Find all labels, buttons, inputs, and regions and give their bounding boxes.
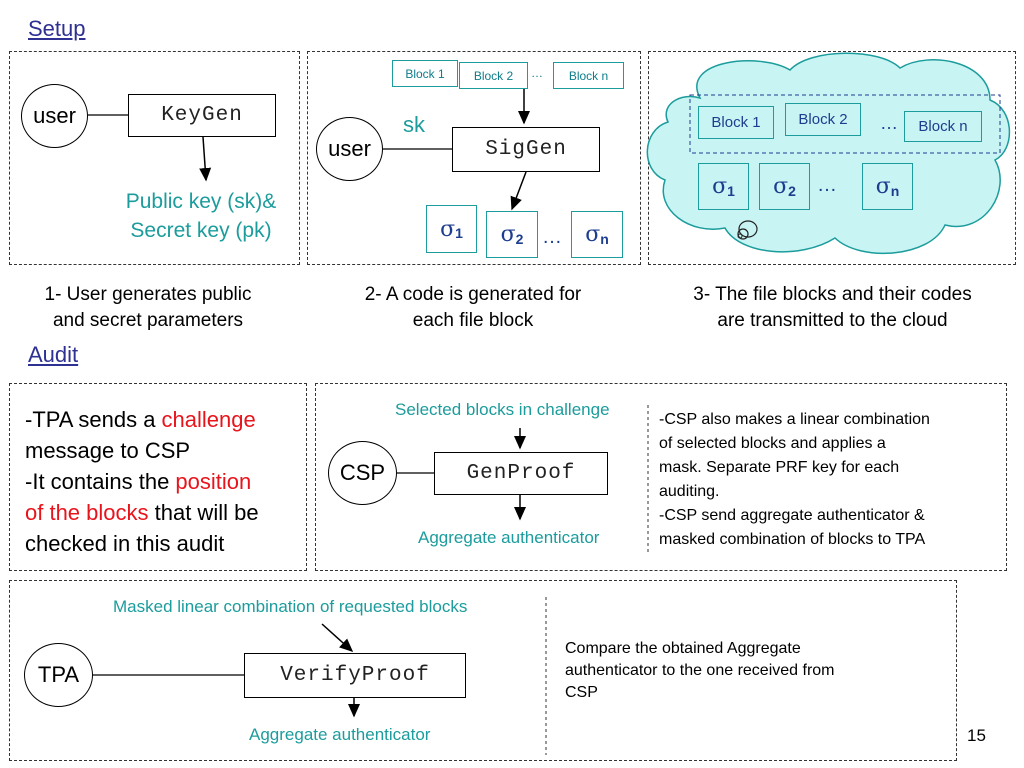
challenge-keyword: challenge bbox=[161, 407, 256, 432]
siggen-sigma-ellipsis: … bbox=[542, 226, 562, 248]
position-keyword: position bbox=[175, 469, 252, 494]
sigma-sub: n bbox=[890, 182, 900, 199]
cloud-block-ellipsis: … bbox=[880, 113, 898, 133]
caption-step3: 3- The file blocks and their codes are t… bbox=[655, 282, 1010, 334]
caption-step3-line1: 3- The file blocks and their codes bbox=[693, 284, 972, 305]
challenge-panel bbox=[9, 383, 307, 571]
sigma-sub: 1 bbox=[727, 182, 735, 199]
audit-title: Audit bbox=[28, 342, 79, 367]
sigma-sub: n bbox=[600, 230, 609, 247]
verify-note-line: CSP bbox=[565, 684, 598, 701]
verify-output-label: Aggregate authenticator bbox=[249, 725, 431, 744]
caption-step2-line1: 2- A code is generated for bbox=[364, 284, 582, 305]
verify-input-label: Masked linear combination of requested b… bbox=[113, 597, 468, 616]
genproof-box: GenProof bbox=[434, 452, 608, 495]
sigma-symbol: σ bbox=[773, 174, 789, 199]
genproof-note-line: -CSP send aggregate authenticator & bbox=[659, 507, 925, 524]
cloud-block-n: Block n bbox=[904, 111, 982, 142]
caption-step2: 2- A code is generated for each file blo… bbox=[318, 282, 628, 334]
challenge-text-line4: that will be bbox=[148, 500, 259, 525]
genproof-panel bbox=[315, 383, 1007, 571]
challenge-description: -TPA sends a challenge message to CSP -I… bbox=[25, 404, 305, 559]
keygen-output: Public key (sk)& Secret key (pk) bbox=[108, 187, 294, 245]
siggen-block-ellipsis: … bbox=[531, 66, 543, 80]
siggen-panel bbox=[307, 51, 641, 265]
keygen-panel bbox=[9, 51, 300, 265]
verify-note-line: authenticator to the one received from bbox=[565, 662, 835, 679]
csp-actor: CSP bbox=[328, 441, 397, 505]
verifyproof-box: VerifyProof bbox=[244, 653, 466, 698]
genproof-note-line: of selected blocks and applies a bbox=[659, 435, 886, 452]
caption-step1: 1- User generates public and secret para… bbox=[10, 282, 286, 334]
caption-step1-line1: 1- User generates public bbox=[44, 284, 252, 305]
sigma-symbol: σ bbox=[875, 174, 891, 199]
sigma-symbol: σ bbox=[500, 222, 516, 247]
user-actor-keygen: user bbox=[21, 84, 88, 148]
sigma-sub: 1 bbox=[455, 225, 463, 241]
siggen-box: SigGen bbox=[452, 127, 600, 172]
tpa-actor: TPA bbox=[24, 643, 93, 707]
challenge-text: -TPA sends a bbox=[25, 407, 162, 432]
siggen-block-1: Block 1 bbox=[392, 60, 458, 87]
genproof-note-line: masked combination of blocks to TPA bbox=[659, 531, 926, 548]
sigma-symbol: σ bbox=[440, 216, 456, 242]
keygen-output-line1: Public key (sk)& bbox=[125, 190, 277, 213]
verify-note-line: Compare the obtained Aggregate bbox=[565, 640, 801, 657]
genproof-note-line: mask. Separate PRF key for each bbox=[659, 459, 900, 476]
genproof-note: -CSP also makes a linear combination of … bbox=[659, 408, 1004, 552]
siggen-block-2: Block 2 bbox=[459, 62, 528, 89]
caption-step2-line2: each file block bbox=[412, 310, 534, 331]
keygen-box: KeyGen bbox=[128, 94, 276, 137]
blocks-keyword: of the blocks bbox=[25, 500, 149, 525]
caption-step3-line2: are transmitted to the cloud bbox=[717, 310, 948, 331]
user-actor-siggen: user bbox=[316, 117, 383, 181]
caption-step1-line2: and secret parameters bbox=[52, 310, 244, 331]
siggen-block-n: Block n bbox=[553, 62, 624, 89]
sigma-sub: 2 bbox=[515, 230, 524, 247]
challenge-text-line5: checked in this audit bbox=[25, 531, 225, 556]
genproof-note-line: -CSP also makes a linear combination bbox=[659, 411, 930, 428]
verify-note: Compare the obtained Aggregate authentic… bbox=[565, 638, 935, 704]
keygen-output-line2: Secret key (pk) bbox=[130, 219, 272, 242]
cloud-sigma-ellipsis: … bbox=[817, 174, 837, 196]
cloud-block-1: Block 1 bbox=[698, 106, 774, 139]
sigma-symbol: σ bbox=[712, 174, 728, 199]
sigma-sub: 2 bbox=[788, 182, 796, 199]
cloud-block-2: Block 2 bbox=[785, 103, 861, 136]
sigma-symbol: σ bbox=[585, 222, 601, 247]
verifyproof-panel bbox=[9, 580, 957, 761]
setup-title: Setup bbox=[28, 16, 86, 41]
page-number: 15 bbox=[967, 726, 986, 745]
challenge-text-line2: message to CSP bbox=[25, 438, 191, 463]
genproof-input-label: Selected blocks in challenge bbox=[395, 400, 610, 419]
genproof-output-label: Aggregate authenticator bbox=[418, 528, 600, 547]
challenge-text-line3: -It contains the bbox=[25, 469, 176, 494]
genproof-note-line: auditing. bbox=[659, 483, 720, 500]
sk-label: sk bbox=[403, 112, 425, 137]
cloud-block-group bbox=[689, 94, 1001, 154]
